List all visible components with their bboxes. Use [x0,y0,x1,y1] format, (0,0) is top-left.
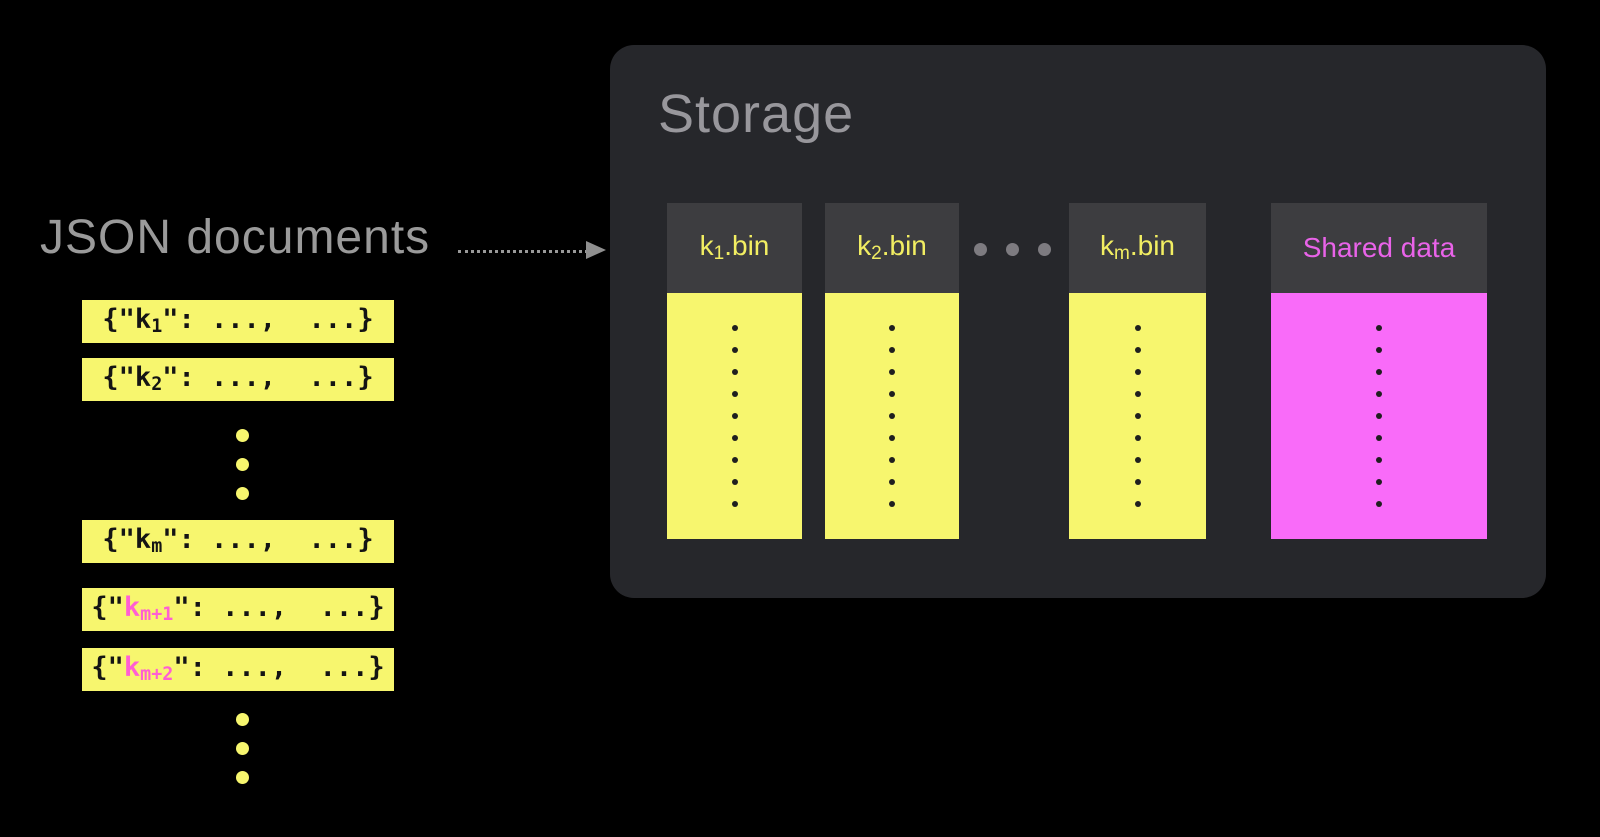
dot [974,243,987,256]
bin-file-body-km [1069,293,1206,539]
bin-file-body-k2 [825,293,959,539]
dot [1134,479,1141,485]
dot [889,501,895,507]
dot [1134,501,1141,507]
json-doc-row-k2: {"k2": ..., ...} [82,358,394,401]
dot [1376,479,1382,485]
bin-file-name: km.bin [1099,230,1175,265]
json-doc-text: {"k1": ..., ...} [102,304,374,338]
dot [1376,501,1382,507]
dot [236,487,249,500]
dot [889,435,895,441]
dot [731,501,738,507]
arrow-head-icon [586,241,606,259]
storage-column-k1: k1.bin [667,203,802,539]
bin-file-body-k1 [667,293,802,539]
ellipsis-dots-horizontal [974,243,1051,256]
dot [236,713,249,726]
json-documents-title: JSON documents [40,211,431,264]
dot [236,742,249,755]
json-doc-text: {"k2": ..., ...} [102,362,374,396]
ellipsis-dots-vertical [236,713,249,784]
storage-column-k2: k2.bin [825,203,959,539]
dot [1376,347,1382,353]
arrow-dotted-line [458,250,588,253]
dot [236,771,249,784]
dot [1376,457,1382,463]
bin-file-name: k2.bin [857,230,927,265]
dot [731,369,738,375]
dot [1134,325,1141,331]
dot [1134,347,1141,353]
storage-panel: Storage k1.bin k2.bin km.bin Shared data [610,45,1546,598]
dot [731,325,738,331]
dot [1134,369,1141,375]
dot [889,347,895,353]
dot [731,457,738,463]
dot [889,457,895,463]
bin-file-name: k1.bin [699,230,770,265]
json-doc-text: {"km+1": ..., ...} [91,592,385,626]
dot [731,435,738,441]
dot [1038,243,1051,256]
bin-file-header-k1: k1.bin [667,203,802,293]
dot [731,391,738,397]
dot [1134,391,1141,397]
dot [1376,369,1382,375]
storage-column-km: km.bin [1069,203,1206,539]
arrow-json-to-storage [458,236,608,266]
dot [889,325,895,331]
dot [889,391,895,397]
ellipsis-dots-vertical [236,429,249,500]
dot [731,479,738,485]
dot [889,369,895,375]
storage-column-shared: Shared data [1271,203,1487,539]
dot [1006,243,1019,256]
json-doc-row-k1: {"k1": ..., ...} [82,300,394,343]
dot [731,347,738,353]
dot [889,413,895,419]
dot [731,413,738,419]
dot [1134,435,1141,441]
json-doc-row-km: {"km": ..., ...} [82,520,394,563]
bin-file-header-k2: k2.bin [825,203,959,293]
dot [236,429,249,442]
dot [1376,391,1382,397]
json-doc-text: {"km": ..., ...} [102,524,374,558]
json-doc-text: {"km+2": ..., ...} [91,652,385,686]
shared-data-body [1271,293,1487,539]
dot [1376,435,1382,441]
dot [236,458,249,471]
dot [1376,325,1382,331]
dot [1134,457,1141,463]
shared-data-header: Shared data [1271,203,1487,293]
dot [889,479,895,485]
shared-data-label: Shared data [1302,232,1456,263]
storage-title: Storage [658,84,855,144]
json-doc-row-km2: {"km+2": ..., ...} [82,648,394,691]
dot [1134,413,1141,419]
json-doc-row-km1: {"km+1": ..., ...} [82,588,394,631]
bin-file-header-km: km.bin [1069,203,1206,293]
dot [1376,413,1382,419]
